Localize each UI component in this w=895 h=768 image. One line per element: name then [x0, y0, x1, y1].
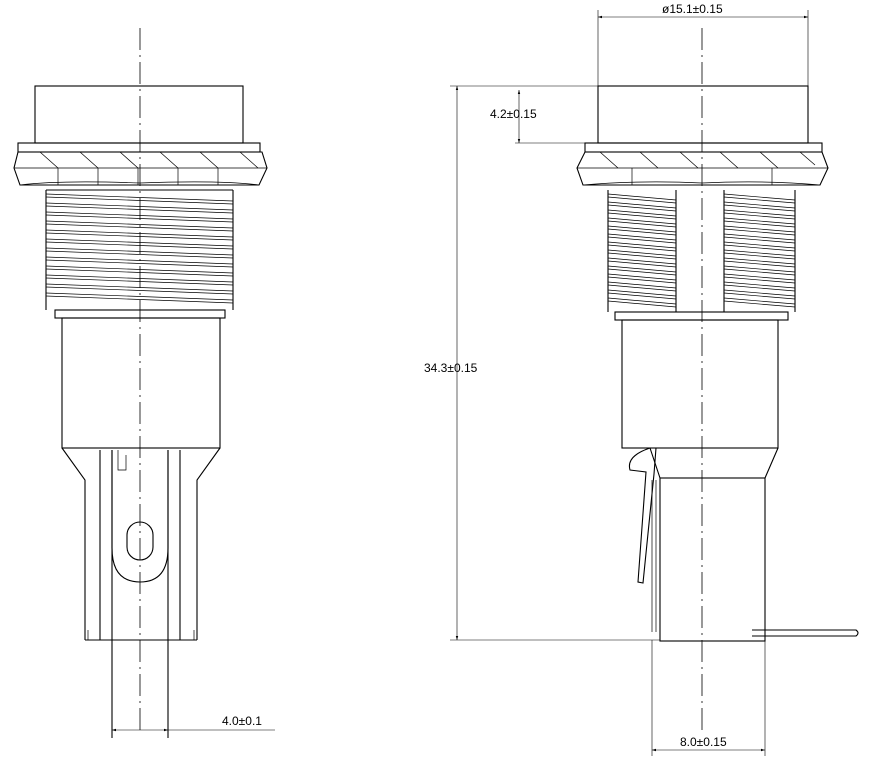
total-length-label: 34.3±0.15 — [424, 361, 478, 375]
front-flange — [17, 142, 261, 153]
side-thread-end — [614, 311, 789, 321]
front-terminals — [85, 450, 197, 641]
front-thread — [45, 189, 234, 310]
side-lead — [752, 629, 859, 637]
side-flange — [584, 142, 823, 153]
side-view: ø15.1±0.15 4.2±0.15 34.3±0.15 8.0±0.15 — [424, 2, 859, 756]
side-base — [659, 477, 766, 642]
head-height-dimension: 4.2±0.15 — [450, 85, 598, 144]
side-lower-body — [621, 319, 779, 449]
front-terminal-slot — [126, 521, 154, 561]
total-length-dimension: 34.3±0.15 — [424, 86, 660, 641]
side-contact-tab — [628, 447, 657, 632]
front-view: 4.0±0.1 — [13, 28, 275, 738]
diameter-dimension: ø15.1±0.15 — [597, 2, 809, 86]
head-height-label: 4.2±0.15 — [490, 107, 537, 121]
side-taper — [649, 447, 779, 479]
front-taper — [61, 447, 221, 640]
front-lower-body — [61, 317, 221, 449]
diameter-label: ø15.1±0.15 — [662, 2, 723, 16]
front-cap — [34, 85, 244, 144]
side-thread — [607, 190, 796, 312]
pin-spacing-label: 4.0±0.1 — [222, 714, 262, 728]
base-width-dimension: 8.0±0.15 — [651, 640, 766, 756]
front-nut — [13, 151, 268, 186]
pin-spacing-dimension: 4.0±0.1 — [112, 714, 275, 732]
side-nut — [576, 151, 829, 186]
side-cap — [597, 85, 809, 144]
base-width-label: 8.0±0.15 — [680, 735, 727, 749]
